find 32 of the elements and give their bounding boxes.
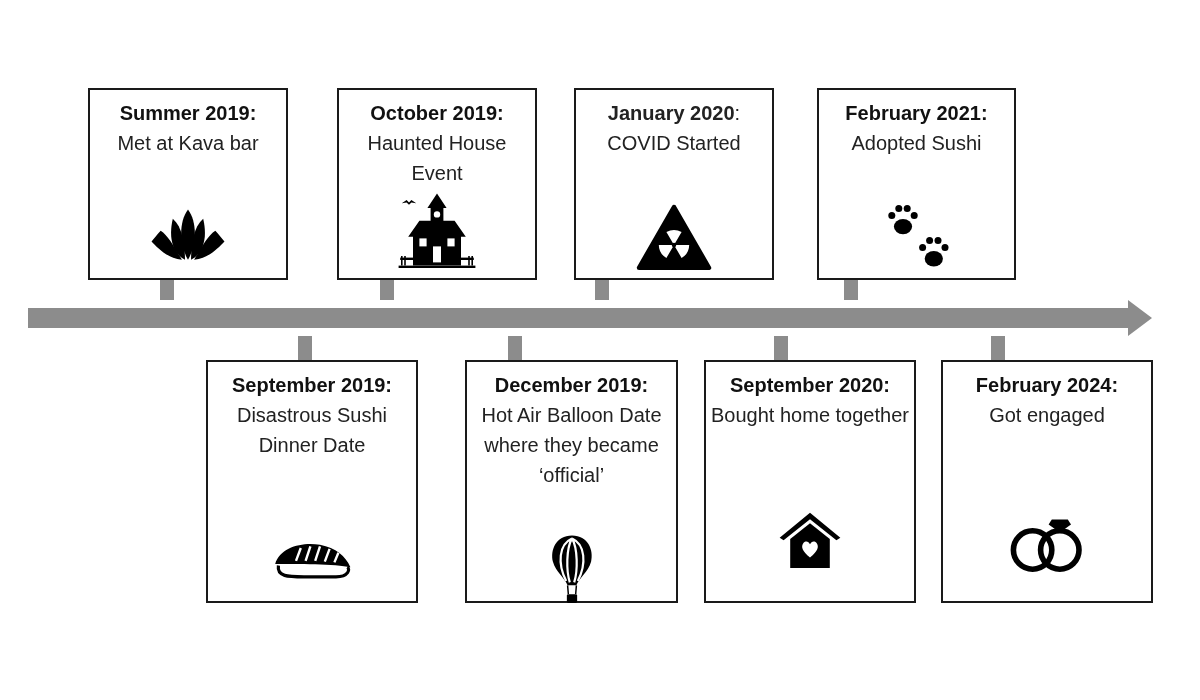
event-date: September 2020: (728, 373, 892, 398)
timeline-arrow (28, 300, 1152, 336)
event-box (941, 360, 1153, 603)
event-box (88, 88, 288, 280)
connector-line (844, 280, 858, 300)
event-description: Haunted House Event (366, 131, 508, 186)
event-date: December 2019: (493, 373, 650, 398)
event-description: Met at Kava bar (116, 131, 260, 156)
event-date: February 2024: (974, 373, 1120, 398)
connector-line (160, 280, 174, 300)
event-text: January 2020: COVID Started (606, 101, 742, 156)
event-date: Summer 2019: (118, 101, 258, 126)
event-box (574, 88, 774, 280)
connector-line (508, 336, 522, 360)
event-box (337, 88, 537, 280)
event-description: Got engaged (988, 403, 1106, 428)
connector-line (380, 280, 394, 300)
event-date: September 2019: (230, 373, 394, 398)
event-date: October 2019: (369, 101, 505, 126)
connector-line (991, 336, 1005, 360)
event-box (465, 360, 678, 603)
event-box (817, 88, 1016, 280)
connector-line (774, 336, 788, 360)
connector-line (595, 280, 609, 300)
event-description: Adopted Sushi (850, 131, 983, 156)
event-date: February 2021: (844, 101, 989, 126)
event-description: Hot Air Balloon Date where they became ‘official’ (480, 403, 663, 488)
event-box (206, 360, 418, 603)
event-description: Disastrous Sushi Dinner Date (235, 403, 389, 458)
connector-line (298, 336, 312, 360)
event-box (704, 360, 916, 603)
event-description: Bought home together (710, 403, 910, 428)
